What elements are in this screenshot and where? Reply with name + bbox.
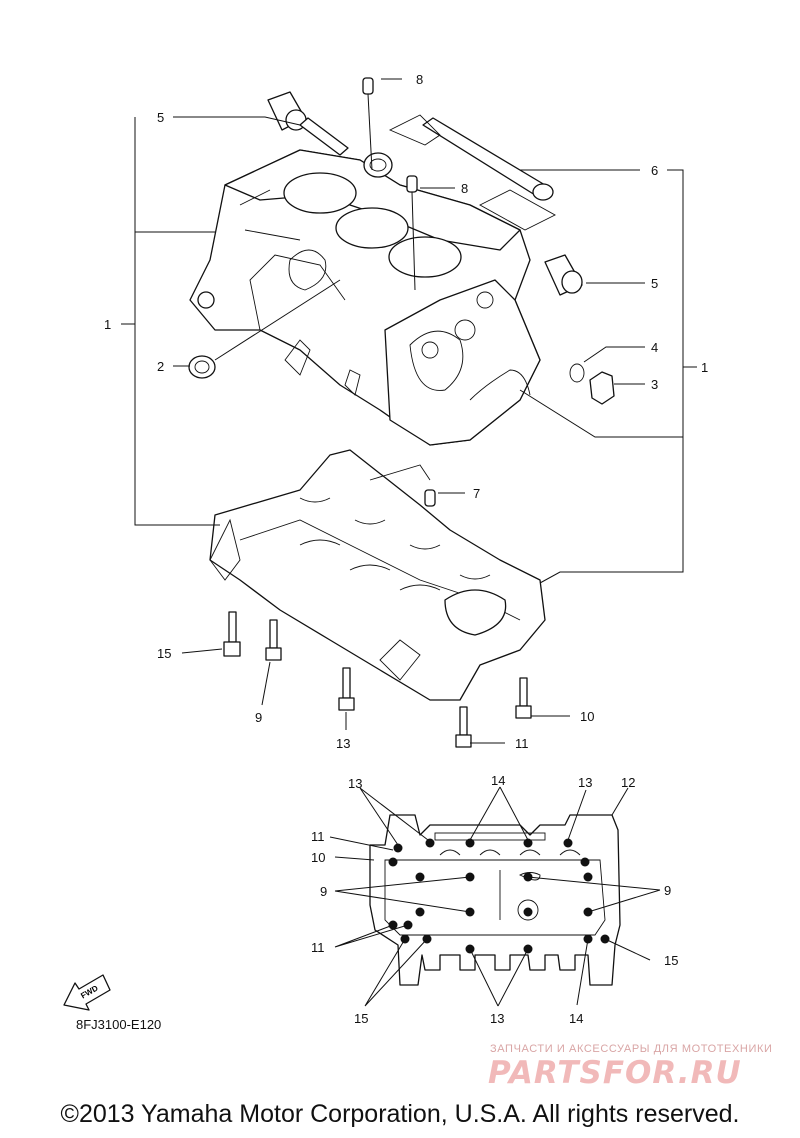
bolt-13 <box>338 667 355 711</box>
callout-9: 9 <box>255 710 262 725</box>
callout-5-top: 5 <box>157 110 164 125</box>
bolt-15 <box>223 611 241 657</box>
dowel-pin-mid <box>406 175 418 193</box>
o-ring <box>569 363 585 383</box>
callout-5-mid: 5 <box>651 276 658 291</box>
filler-plug <box>589 371 615 405</box>
leader-lines <box>121 78 697 744</box>
callout-8-mid: 8 <box>461 181 468 196</box>
oil-seal-ring <box>363 152 393 178</box>
bolt-10 <box>515 677 532 719</box>
dowel-pin-lower <box>369 464 436 507</box>
layout-callout-13-c: 13 <box>490 1011 504 1026</box>
bolt-11 <box>455 706 472 748</box>
layout-callout-13-a: 13 <box>348 776 362 791</box>
layout-callout-13-b: 13 <box>578 775 592 790</box>
callout-15: 15 <box>157 646 171 661</box>
bolt-9 <box>265 619 282 661</box>
layout-callout-15-left: 15 <box>354 1011 368 1026</box>
layout-callout-15-right: 15 <box>664 953 678 968</box>
watermark-tagline: ЗАПЧАСТИ И АКСЕССУАРЫ ДЛЯ МОТОТЕХНИКИ <box>490 1043 773 1055</box>
callout-2: 2 <box>157 359 164 374</box>
plug <box>188 355 216 379</box>
callout-labels: 5 8 8 6 5 4 3 1 1 2 7 15 9 13 10 11 <box>104 72 708 751</box>
collar-rod <box>388 114 556 231</box>
callout-13: 13 <box>336 736 350 751</box>
upper-crankcase <box>189 149 541 446</box>
callout-1-right: 1 <box>701 360 708 375</box>
layout-callout-11-a: 11 <box>311 829 325 844</box>
forward-arrow-icon: FWD <box>63 974 111 1011</box>
reference-code: 8FJ3100-E120 <box>76 1017 162 1032</box>
callout-6: 6 <box>651 163 658 178</box>
lower-crankcase <box>209 449 546 701</box>
watermark-logo: PARTSFOR.RU <box>488 1055 742 1091</box>
callout-4: 4 <box>651 340 658 355</box>
callout-1-left: 1 <box>104 317 111 332</box>
callout-10: 10 <box>580 709 594 724</box>
layout-callout-14-b: 14 <box>569 1011 583 1026</box>
dowel-pin-top <box>362 77 374 95</box>
layout-callout-9-left: 9 <box>320 884 327 899</box>
callout-3: 3 <box>651 377 658 392</box>
layout-callout-14-a: 14 <box>491 773 505 788</box>
engine-mount-bushing-upper <box>267 91 349 156</box>
layout-callout-12: 12 <box>621 775 635 790</box>
callout-8-top: 8 <box>416 72 423 87</box>
callout-7: 7 <box>473 486 480 501</box>
layout-callout-9-right: 9 <box>664 883 671 898</box>
layout-callout-11-b: 11 <box>311 940 325 955</box>
bolt-positions <box>388 838 610 954</box>
callout-11: 11 <box>515 736 529 751</box>
layout-callout-10: 10 <box>311 850 325 865</box>
bolt-layout-schematic: 13 14 13 12 11 10 9 9 11 15 15 13 14 <box>311 773 678 1026</box>
copyright-notice: ©2013 Yamaha Motor Corporation, U.S.A. A… <box>60 1100 740 1128</box>
engine-mount-bushing-right <box>544 254 583 296</box>
